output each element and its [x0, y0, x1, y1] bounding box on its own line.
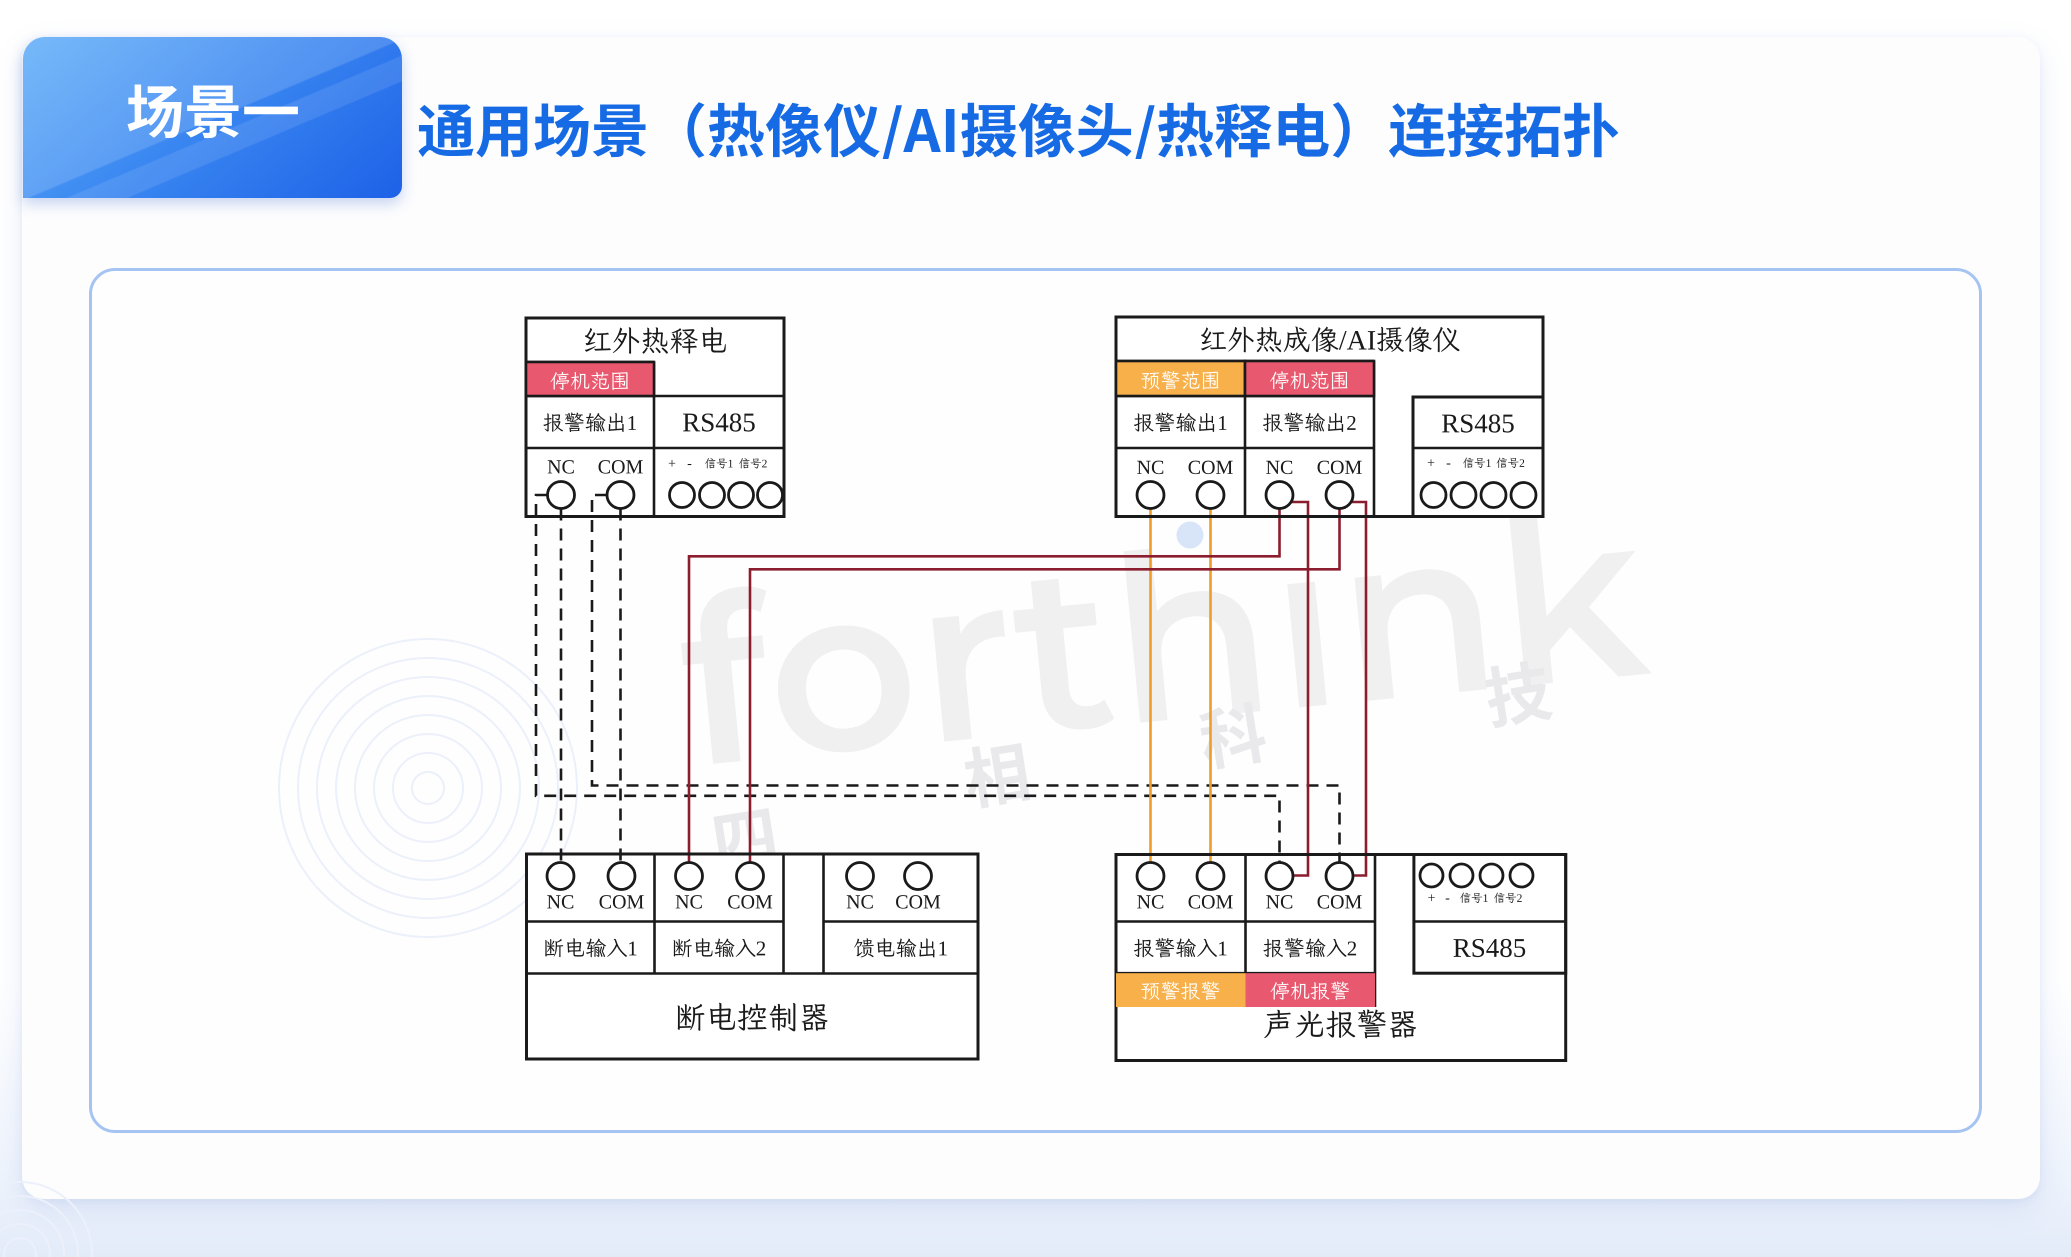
- diagram-panel: [89, 268, 1982, 1133]
- page-title: [417, 101, 1620, 159]
- scene-badge-sheen: [23, 37, 402, 198]
- scene-badge-label: [126, 82, 300, 154]
- scene-badge: [23, 37, 402, 198]
